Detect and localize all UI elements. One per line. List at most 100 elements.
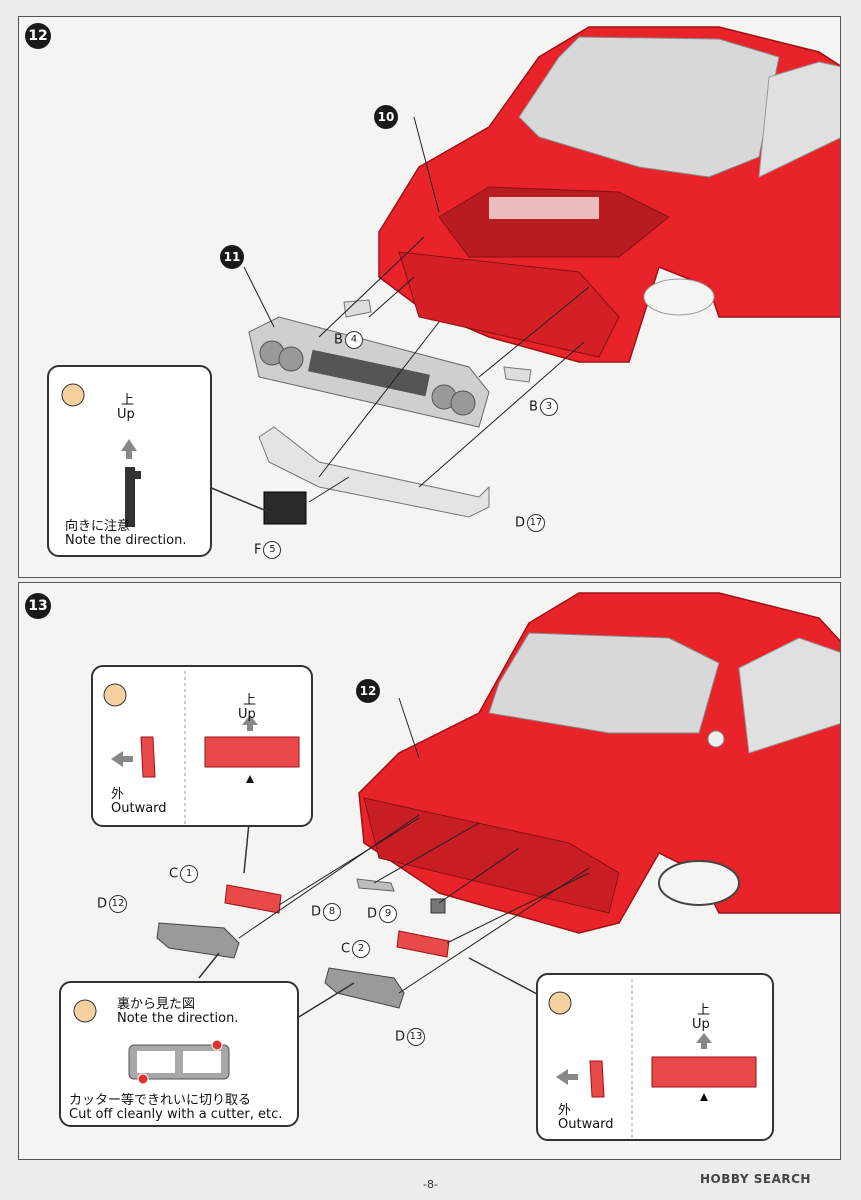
rear-side-window	[738, 637, 840, 754]
subassembly-11-badge: 11	[220, 245, 244, 269]
up-arrow-icon	[121, 439, 137, 451]
note-up-en: Up	[692, 1017, 710, 1032]
note-line-jp-1: 裏から見た図	[117, 997, 196, 1012]
up-arrow-icon	[696, 1033, 712, 1043]
up-arrow-stem	[126, 451, 132, 459]
note-pointer-top	[243, 822, 250, 874]
step-12-illustration	[208, 26, 840, 525]
part-b4-shape	[343, 299, 372, 318]
up-arrow-icon	[242, 715, 258, 725]
assembly-line-d	[438, 847, 520, 904]
headlight-right-2	[450, 390, 476, 416]
note-pointer-left	[198, 952, 220, 979]
rear-window	[488, 632, 720, 734]
note-out-jp: 外	[558, 1103, 572, 1118]
part-d13-frame	[324, 967, 405, 1009]
part-side-profile	[125, 467, 135, 527]
pointing-hand-icon	[61, 383, 85, 407]
left-arrow-stem	[568, 1074, 578, 1080]
rear-wheel-arch	[658, 860, 740, 906]
assembly-line-6	[308, 476, 350, 503]
grille-mesh	[308, 349, 430, 397]
pointing-hand-icon	[73, 999, 97, 1023]
note-12-graphic	[61, 383, 141, 527]
front-wheel-arch	[643, 278, 715, 316]
pointing-hand-icon	[103, 683, 127, 707]
note-13-bottom-graphic	[548, 979, 757, 1139]
part-d9-shape	[430, 898, 446, 914]
assembly-line-1	[318, 236, 425, 338]
watermark-brand: HOBBY SEARCH	[700, 1172, 811, 1186]
cut-note-graphic	[73, 999, 230, 1085]
lens-side-view	[140, 736, 156, 778]
assembly-line-b	[278, 817, 420, 906]
up-arrow-stem	[701, 1043, 707, 1049]
assembly-line-4	[418, 341, 585, 488]
headlight-left-2	[278, 346, 304, 372]
front-bumper	[258, 426, 490, 518]
part-b3-shape	[503, 366, 532, 383]
pointing-hand-icon	[548, 991, 572, 1015]
leader-11	[243, 266, 275, 328]
part-d8-shape	[356, 878, 395, 892]
side-window	[758, 61, 840, 178]
note-up-jp: 上	[697, 1003, 711, 1018]
up-arrow-stem	[247, 725, 253, 731]
note-up-en: Up	[117, 407, 135, 422]
note-out-en: Outward	[558, 1117, 614, 1132]
lens-front-view	[651, 1056, 757, 1088]
windshield	[518, 36, 780, 178]
leader-12	[398, 697, 420, 759]
step-13-illustration	[156, 592, 840, 1024]
note-up-jp: 上	[121, 393, 135, 408]
note-line-en: Note the direction.	[65, 533, 187, 548]
left-arrow-icon	[111, 751, 123, 767]
step-12-number: 12	[25, 23, 51, 49]
direction-note-13-bottom: 上 Up 外 Outward	[536, 973, 774, 1141]
page-number: -8-	[423, 1178, 438, 1191]
assembly-line-c	[373, 822, 480, 884]
marker-triangle	[246, 775, 254, 783]
assembly-line-f	[446, 872, 590, 944]
note-line-en-2: Cut off cleanly with a cutter, etc.	[69, 1107, 283, 1122]
cut-marker-1	[211, 1039, 223, 1051]
assembly-line-3	[478, 286, 590, 378]
frame-opening-right	[183, 1051, 221, 1073]
frame-opening-left	[137, 1051, 175, 1073]
note-13-top-graphic	[103, 671, 300, 825]
part-c2-lens	[396, 930, 450, 958]
note-line-jp-2: カッター等できれいに切り取る	[69, 1093, 252, 1108]
cut-note-13: 裏から見た図 Note the direction. カッター等できれいに切り取…	[59, 981, 299, 1127]
left-arrow-icon	[556, 1069, 568, 1085]
note-line-jp: 向きに注意	[65, 519, 131, 534]
assembly-line-5	[318, 321, 440, 478]
leader-10	[413, 116, 440, 213]
note-pointer	[208, 486, 270, 513]
direction-note-13-top: 上 Up 外 Outward	[91, 665, 313, 827]
subassembly-10-badge: 10	[374, 105, 398, 129]
cut-marker-2	[137, 1073, 149, 1085]
step-13-number: 13	[25, 593, 51, 619]
rear-panel	[363, 797, 620, 914]
note-up-jp: 上	[243, 693, 257, 708]
front-apron	[398, 251, 620, 358]
lens-front-view	[204, 736, 300, 768]
left-arrow-stem	[123, 756, 133, 762]
subassembly-12-badge: 12	[356, 679, 380, 703]
note-out-jp: 外	[111, 787, 125, 802]
assembly-line-2	[368, 276, 415, 318]
engine-bay-opening	[489, 197, 599, 219]
license-plate	[263, 491, 307, 525]
direction-note-12: 上 Up 向きに注意 Note the direction.	[47, 365, 212, 557]
assembly-line-a	[238, 814, 420, 939]
note-pointer-mid	[288, 982, 355, 1024]
